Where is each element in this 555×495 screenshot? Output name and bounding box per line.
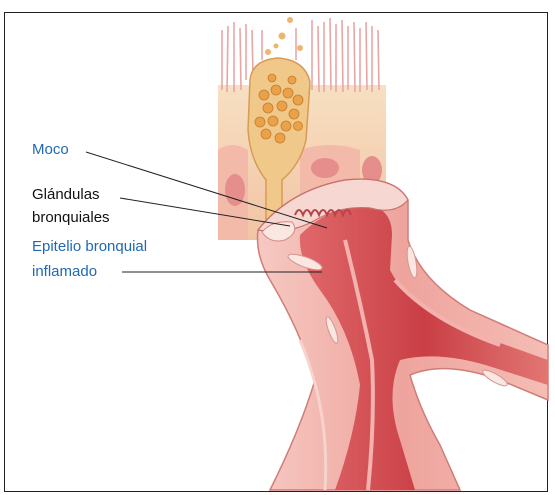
glandulas-label-line2: bronquiales xyxy=(32,208,110,227)
epitelio-label-line1: Epitelio bronquial xyxy=(32,237,147,256)
moco-label: Moco xyxy=(32,140,69,159)
epitelio-label-line2: inflamado xyxy=(32,262,97,281)
bronchial-tubes xyxy=(258,179,549,490)
glandulas-label-line1: Glándulas xyxy=(32,185,100,204)
